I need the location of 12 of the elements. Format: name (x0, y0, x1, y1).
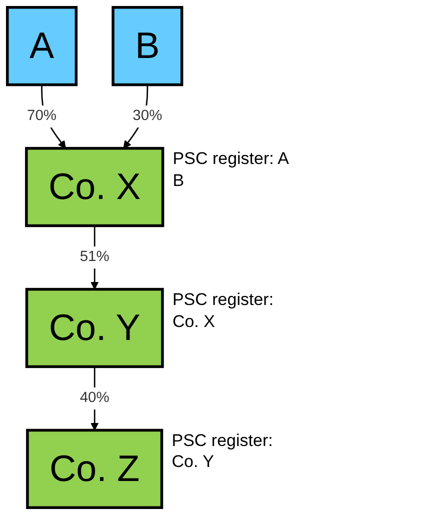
edge-label: 30% (132, 108, 162, 124)
edge-label: 51% (80, 249, 110, 265)
edge-label: 40% (80, 390, 110, 406)
register-note: PSC register: A B (172, 148, 290, 191)
node-box (25, 288, 164, 368)
node-box (6, 6, 78, 86)
node-box (26, 428, 164, 509)
node-box (112, 6, 184, 86)
node-box (25, 146, 164, 228)
register-note: PSC register: Co. Y (172, 430, 274, 473)
edge-label: 70% (27, 108, 57, 124)
register-note: PSC register: Co. X (172, 289, 275, 332)
